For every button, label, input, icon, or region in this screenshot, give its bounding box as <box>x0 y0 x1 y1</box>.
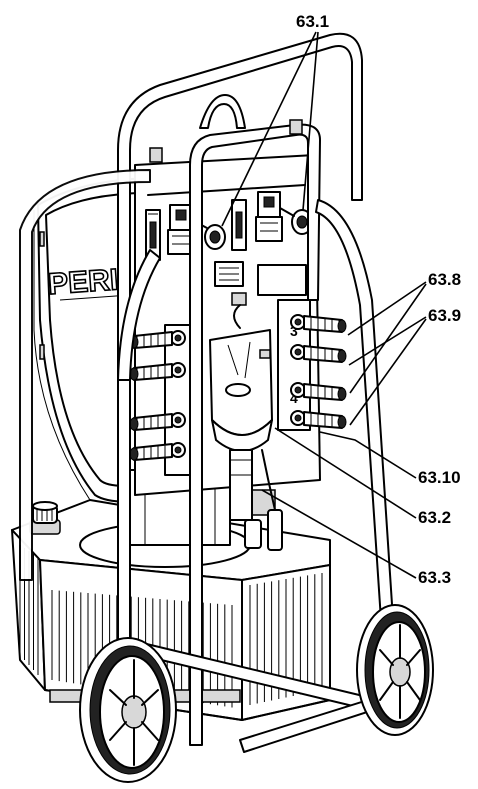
quick-coupling <box>290 314 347 333</box>
brand-logo: PERI <box>47 263 119 301</box>
type-plate <box>257 264 307 296</box>
wheel-right <box>356 604 434 736</box>
filler-cap <box>29 501 61 535</box>
callout-63-8: 63.8 <box>428 270 461 289</box>
callout-63-2: 63.2 <box>418 508 451 527</box>
quick-coupling <box>129 362 186 381</box>
hydraulic-couplings-left <box>129 324 194 476</box>
leader-lines <box>221 31 427 579</box>
port-number-3: 3 <box>290 323 298 339</box>
panel-indicators <box>145 199 247 261</box>
quick-coupling <box>129 442 186 461</box>
callout-63-3: 63.3 <box>418 568 451 587</box>
callout-63-1: 63.1 <box>296 12 329 31</box>
coupling-block-right: 3 4 <box>277 299 347 431</box>
callout-63-9: 63.9 <box>428 306 461 325</box>
quick-coupling <box>290 410 347 429</box>
filter-housing <box>209 292 273 452</box>
quick-coupling <box>290 344 347 363</box>
port-number-4: 4 <box>290 390 298 406</box>
quick-coupling <box>129 330 186 349</box>
quick-coupling <box>129 412 186 431</box>
quick-coupling <box>290 382 347 401</box>
wheel-left <box>79 637 177 783</box>
callout-63-10: 63.10 <box>418 468 461 487</box>
hydraulic-couplings-right <box>290 314 347 429</box>
return-line-hoses <box>229 449 283 551</box>
